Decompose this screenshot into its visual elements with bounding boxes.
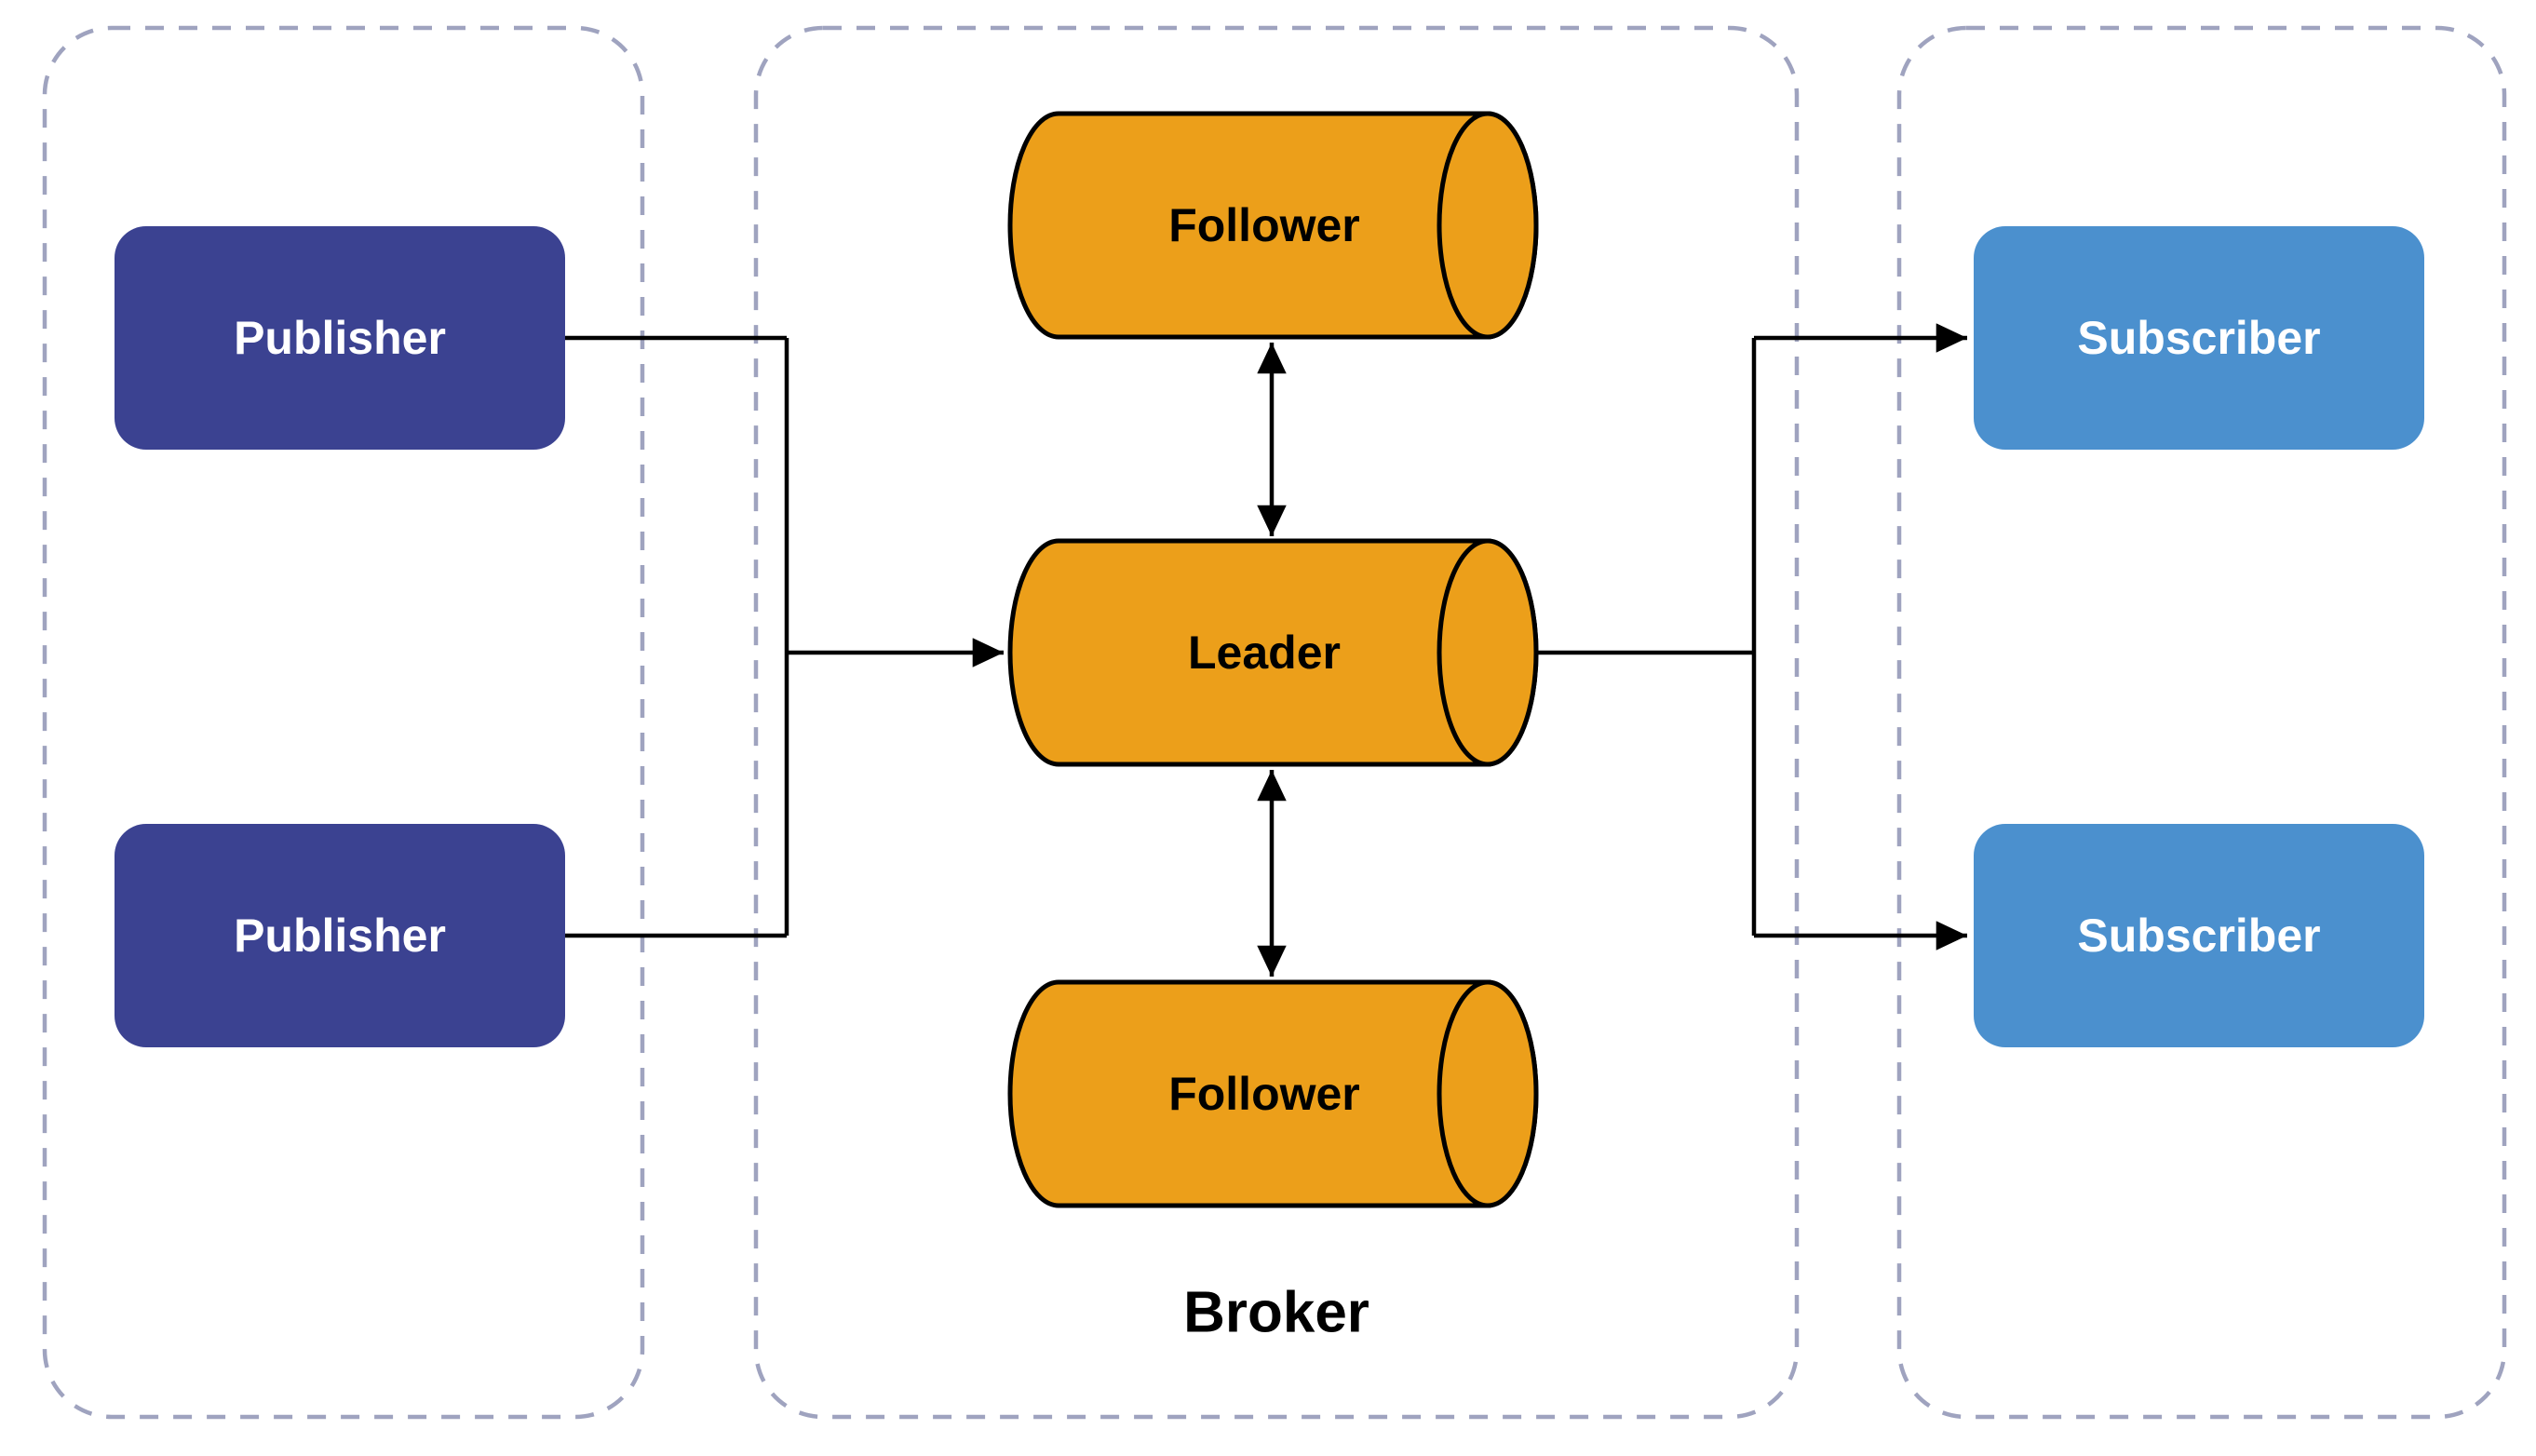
publisher-1-label: Publisher [234,312,446,364]
follower-top-cylinder-cap [1437,111,1539,340]
follower-top-label: Follower [1168,199,1360,251]
publisher-2-node: Publisher [115,824,565,1047]
follower-bottom-cylinder-cap [1437,979,1539,1208]
broker-group-outline [753,25,1800,1420]
follower-top-node: Follower [1007,111,1539,340]
subscriber-1-box [1974,226,2424,450]
broker-group-label: Broker [1183,1281,1369,1345]
follower-bottom-node: Follower [1007,979,1539,1208]
leader-label: Leader [1188,627,1341,679]
leader-cylinder-cap [1437,538,1539,767]
follower-bottom-label: Follower [1168,1068,1360,1120]
producers-group-outline [42,25,645,1420]
subscriber-1-node: Subscriber [1974,226,2424,450]
publisher-2-box [115,824,565,1047]
publisher-2-label: Publisher [234,910,446,962]
edge-layer [565,323,1967,977]
subscriber-2-label: Subscriber [2077,910,2320,962]
publisher-1-node: Publisher [115,226,565,450]
leader-node: Leader [1007,538,1539,767]
subscriber-2-node: Subscriber [1974,824,2424,1047]
publisher-1-box [115,226,565,450]
subscriber-1-label: Subscriber [2077,312,2320,364]
consumers-group-outline [1896,25,2507,1420]
subscriber-2-box [1974,824,2424,1047]
